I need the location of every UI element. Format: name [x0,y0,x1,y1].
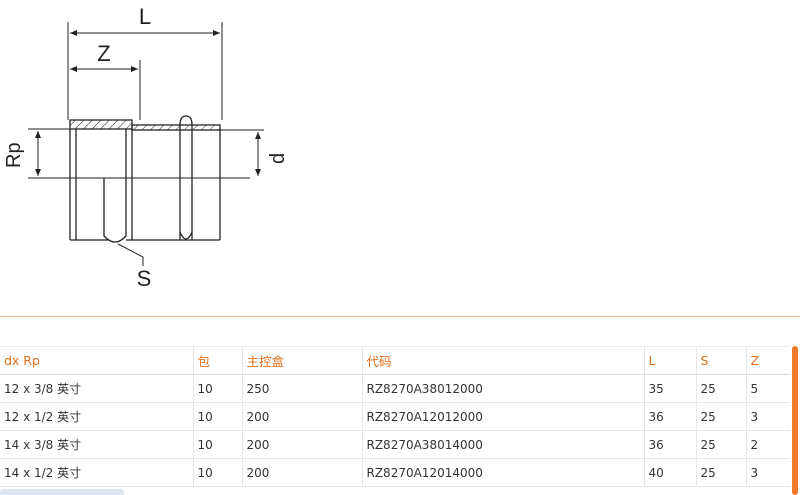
header-size[interactable]: dx Rp [0,346,193,375]
header-s[interactable]: S [695,346,746,375]
cell-pack: 10 [192,402,242,431]
cell-master-box: 250 [241,374,362,403]
cell-l: 36 [643,402,696,431]
dimension-z: Z [70,41,141,120]
dimension-d: d [218,129,289,176]
header-l[interactable]: L [643,346,696,375]
header-code[interactable]: 代码 [361,346,644,375]
cell-z: 3 [745,402,790,431]
label-d: d [267,153,289,164]
cell-master-box: 200 [241,430,362,459]
label-l: L [139,4,151,29]
section-divider [0,316,800,317]
cell-z: 2 [745,430,790,459]
dimension-rp: Rp [3,128,250,179]
header-master-box[interactable]: 主控盒 [241,346,362,375]
cell-master-box: 200 [241,458,362,487]
label-rp: Rp [3,142,25,168]
cell-l: 40 [643,458,696,487]
cell-code: RZ8270A12014000 [361,458,644,487]
cell-pack: 10 [192,374,242,403]
product-table: dx Rp 包 主控盒 代码 L S Z 12 x 3/8 英寸 10 250 … [0,346,790,487]
dimension-l: L [67,4,223,120]
table-row[interactable]: 12 x 1/2 英寸 10 200 RZ8270A12012000 36 25… [0,402,790,431]
cell-s: 25 [695,374,746,403]
next-row-highlight [0,489,124,495]
cell-l: 36 [643,430,696,459]
technical-drawing: L Z Rp d [3,4,289,291]
cell-size: 14 x 1/2 英寸 [0,458,193,487]
cell-s: 25 [695,402,746,431]
header-pack[interactable]: 包 [192,346,242,375]
cell-code: RZ8270A38014000 [361,430,644,459]
cell-size: 12 x 3/8 英寸 [0,374,193,403]
label-z: Z [97,41,110,66]
header-z[interactable]: Z [745,346,790,375]
label-s: S [137,266,152,291]
table-row[interactable]: 14 x 1/2 英寸 10 200 RZ8270A12014000 40 25… [0,458,790,487]
fitting-body [69,115,221,243]
table-row[interactable]: 14 x 3/8 英寸 10 200 RZ8270A38014000 36 25… [0,430,790,459]
table-row[interactable]: 12 x 3/8 英寸 10 250 RZ8270A38012000 35 25… [0,374,790,403]
cell-z: 5 [745,374,790,403]
cell-pack: 10 [192,458,242,487]
cell-size: 14 x 3/8 英寸 [0,430,193,459]
table-header-row: dx Rp 包 主控盒 代码 L S Z [0,346,790,375]
cell-s: 25 [695,430,746,459]
cell-z: 3 [745,458,790,487]
cell-s: 25 [695,458,746,487]
dimension-s: S [117,243,152,291]
scrollbar-thumb[interactable] [792,346,798,495]
product-table-container: dx Rp 包 主控盒 代码 L S Z 12 x 3/8 英寸 10 250 … [0,346,790,487]
cell-l: 35 [643,374,696,403]
cell-pack: 10 [192,430,242,459]
cell-master-box: 200 [241,402,362,431]
cell-code: RZ8270A38012000 [361,374,644,403]
cell-size: 12 x 1/2 英寸 [0,402,193,431]
cell-code: RZ8270A12012000 [361,402,644,431]
